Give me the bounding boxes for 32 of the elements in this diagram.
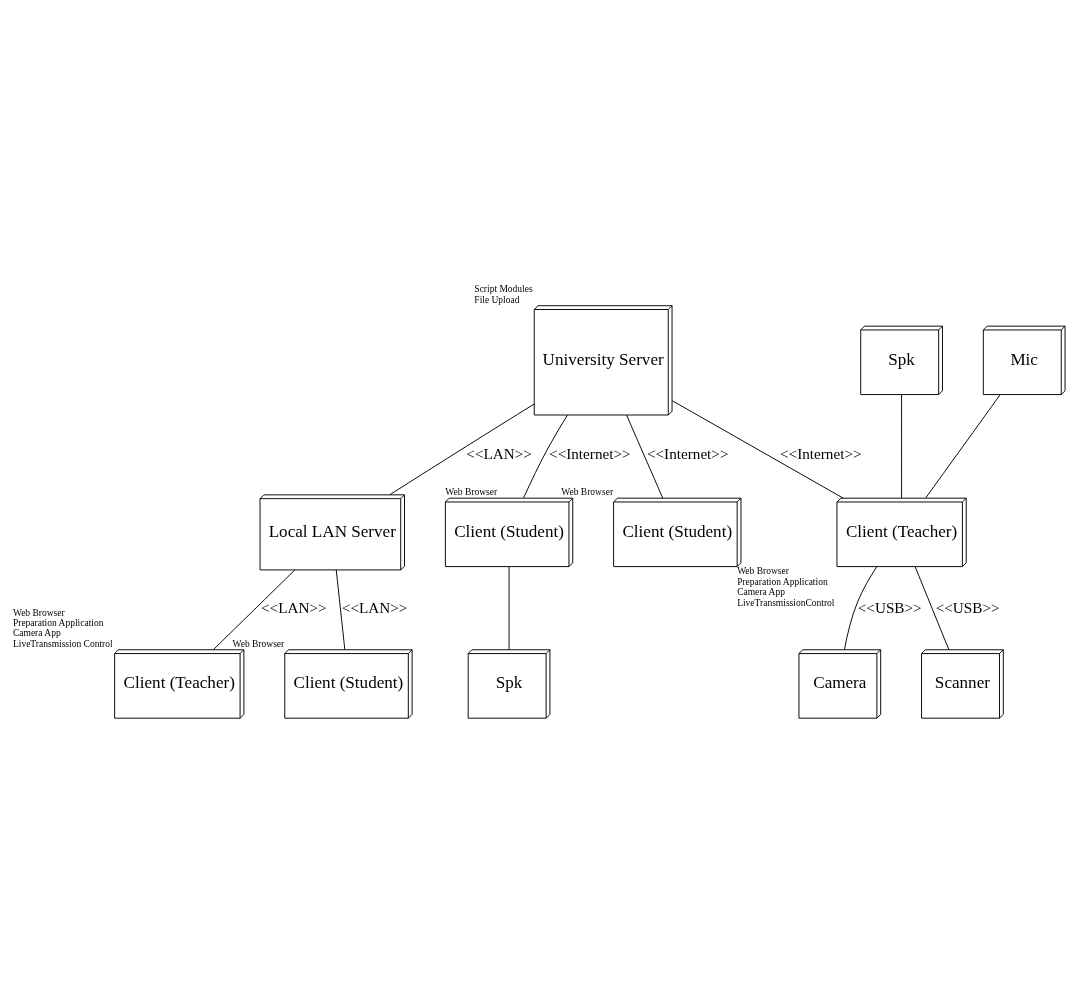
connector bbox=[671, 400, 844, 499]
node-label: Preparation Application bbox=[12, 618, 104, 629]
node-label: File Upload bbox=[474, 294, 520, 305]
node-label: Camera App bbox=[12, 628, 61, 639]
edge-label: <<USB>> bbox=[857, 599, 922, 617]
edge-label: <<LAN>> bbox=[261, 599, 327, 617]
node-label: Script Modules bbox=[474, 284, 533, 295]
connector bbox=[626, 414, 664, 499]
node-label: Camera App bbox=[737, 587, 785, 598]
connector bbox=[212, 569, 296, 651]
node-label: Web Browser bbox=[445, 487, 498, 498]
node-label: LiveTransmission Control bbox=[12, 638, 113, 649]
edge-label: <<Internet>> bbox=[646, 444, 729, 462]
node-label: Web Browser bbox=[12, 607, 65, 618]
connector bbox=[508, 566, 510, 651]
connector bbox=[843, 566, 878, 651]
edge-label: <<Internet>> bbox=[780, 444, 862, 462]
connector bbox=[901, 394, 903, 499]
edge-label: <<LAN>> bbox=[341, 599, 408, 617]
connector bbox=[335, 569, 346, 651]
node-label: Web Browser bbox=[561, 487, 614, 498]
edge-label: <<USB>> bbox=[935, 599, 1000, 617]
connector bbox=[523, 414, 568, 499]
node-label: LiveTransmissionControl bbox=[737, 597, 835, 608]
node-label: Preparation Application bbox=[737, 576, 828, 587]
edge-label: <<LAN>> bbox=[466, 444, 532, 462]
edge-label: <<Internet>> bbox=[549, 444, 631, 462]
node-label: Web Browser bbox=[737, 566, 789, 577]
connector bbox=[925, 394, 1001, 499]
connector bbox=[914, 566, 950, 651]
node-label: Web Browser bbox=[232, 638, 285, 649]
connector bbox=[389, 403, 535, 496]
